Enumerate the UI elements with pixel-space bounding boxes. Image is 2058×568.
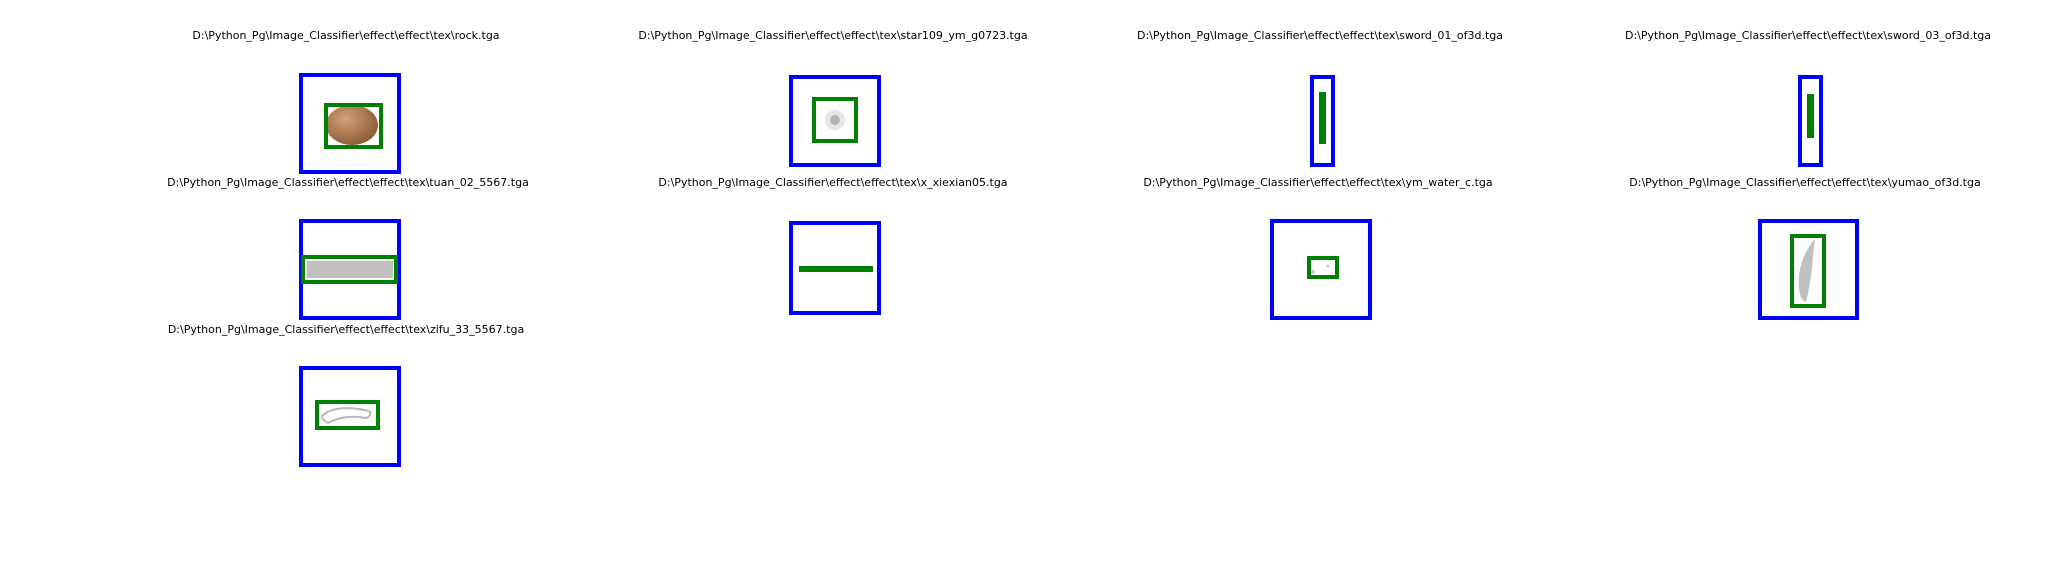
panel-title: D:\Python_Pg\Image_Classifier\effect\eff… <box>1137 29 1503 42</box>
panel-star: D:\Python_Pg\Image_Classifier\effect\eff… <box>638 29 1028 167</box>
outer-box <box>1270 219 1372 320</box>
outer-box <box>1798 75 1823 167</box>
panel-title: D:\Python_Pg\Image_Classifier\effect\eff… <box>1143 176 1492 189</box>
texture-preview <box>1311 264 1330 274</box>
panel-sword-01: D:\Python_Pg\Image_Classifier\effect\eff… <box>1137 29 1503 167</box>
inner-box <box>1807 94 1814 138</box>
panel-title: D:\Python_Pg\Image_Classifier\effect\eff… <box>168 323 524 336</box>
outer-box <box>789 221 881 315</box>
panel-title: D:\Python_Pg\Image_Classifier\effect\eff… <box>658 176 1007 189</box>
panel-x-xiexian05: D:\Python_Pg\Image_Classifier\effect\eff… <box>658 176 1008 315</box>
panel-zifu-33: D:\Python_Pg\Image_Classifier\effect\eff… <box>168 323 524 467</box>
inner-box <box>1319 92 1326 144</box>
inner-box <box>315 400 380 430</box>
panel-yumao: D:\Python_Pg\Image_Classifier\effect\eff… <box>1629 176 1981 320</box>
inner-box <box>324 103 383 149</box>
outer-box <box>1310 75 1335 167</box>
panel-title: D:\Python_Pg\Image_Classifier\effect\eff… <box>192 29 499 42</box>
panel-title: D:\Python_Pg\Image_Classifier\effect\eff… <box>1629 176 1980 189</box>
texture-preview <box>320 407 372 425</box>
texture-preview <box>307 261 393 278</box>
panel-sword-03: D:\Python_Pg\Image_Classifier\effect\eff… <box>1625 29 1991 167</box>
inner-box <box>799 266 873 272</box>
outer-box <box>1758 219 1859 320</box>
inner-box <box>812 97 858 143</box>
texture-preview <box>1798 239 1815 302</box>
inner-box <box>1790 234 1826 308</box>
panel-ym-water-c: D:\Python_Pg\Image_Classifier\effect\eff… <box>1143 176 1493 320</box>
outer-box <box>299 73 401 174</box>
outer-box <box>299 366 401 467</box>
inner-box <box>1307 256 1339 279</box>
panel-title: D:\Python_Pg\Image_Classifier\effect\eff… <box>1625 29 1991 42</box>
outer-box <box>789 75 881 167</box>
panel-tuan-02: D:\Python_Pg\Image_Classifier\effect\eff… <box>167 176 529 320</box>
panel-title: D:\Python_Pg\Image_Classifier\effect\eff… <box>638 29 1027 42</box>
texture-preview <box>326 105 378 145</box>
inner-box <box>301 255 398 284</box>
texture-preview <box>825 110 845 130</box>
panel-title: D:\Python_Pg\Image_Classifier\effect\eff… <box>167 176 529 189</box>
panel-rock: D:\Python_Pg\Image_Classifier\effect\eff… <box>192 29 500 174</box>
